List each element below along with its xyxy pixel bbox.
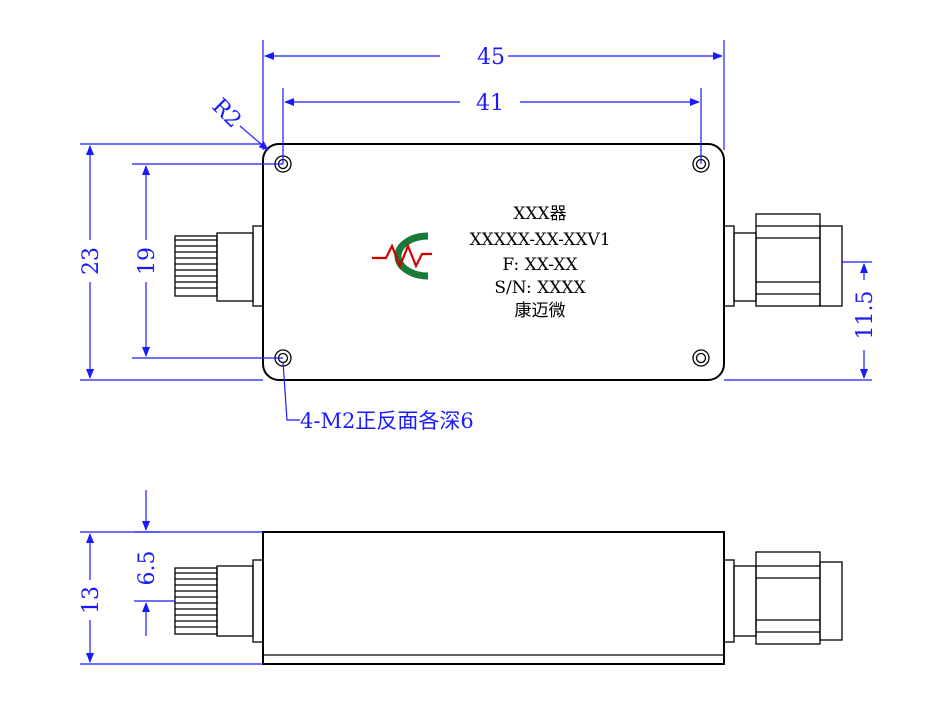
- side-right-connector: [723, 551, 843, 645]
- dim-side-connector-offset: 6.5: [134, 490, 175, 636]
- dim-hole-spacing-x: 41: [282, 88, 702, 164]
- dim-overall-length: 45: [262, 40, 725, 150]
- main-body: [262, 143, 725, 381]
- side-view: 13 6.5: [79, 490, 843, 665]
- dim-hole-spacing-y: 19: [132, 163, 283, 359]
- label-line-4: S/N: XXXX: [494, 278, 586, 298]
- side-left-connector: [174, 559, 264, 643]
- dim-label-6-5: 6.5: [135, 551, 160, 586]
- dim-side-height: 13: [79, 531, 263, 665]
- side-body: [262, 531, 725, 665]
- dim-overall-height: 23: [79, 143, 263, 381]
- dim-label-19: 19: [135, 247, 160, 275]
- label-line-3: F: XX-XX: [502, 255, 578, 275]
- dim-label-11-5: 11.5: [853, 291, 878, 340]
- dim-label-45: 45: [477, 45, 505, 70]
- label-line-1: XXX器: [513, 204, 566, 224]
- dim-corner-radius: R2: [207, 94, 269, 151]
- dim-connector-offset: 11.5: [724, 261, 878, 381]
- hole-note-text: 4-M2正反面各深6: [300, 409, 474, 433]
- dim-label-41: 41: [476, 91, 504, 116]
- dim-label-13: 13: [79, 586, 104, 614]
- hole-note: 4-M2正反面各深6: [282, 361, 474, 433]
- dim-label-23: 23: [79, 247, 104, 275]
- label-line-5: 康迈微: [515, 301, 566, 321]
- top-view: XXX器 XXXXX-XX-XXV1 F: XX-XX S/N: XXXX 康迈…: [79, 40, 878, 433]
- dim-label-r2: R2: [207, 94, 246, 133]
- company-logo-icon: [372, 232, 432, 280]
- label-line-2: XXXXX-XX-XXV1: [469, 230, 610, 250]
- left-connector: [174, 225, 264, 307]
- right-connector: [723, 213, 843, 307]
